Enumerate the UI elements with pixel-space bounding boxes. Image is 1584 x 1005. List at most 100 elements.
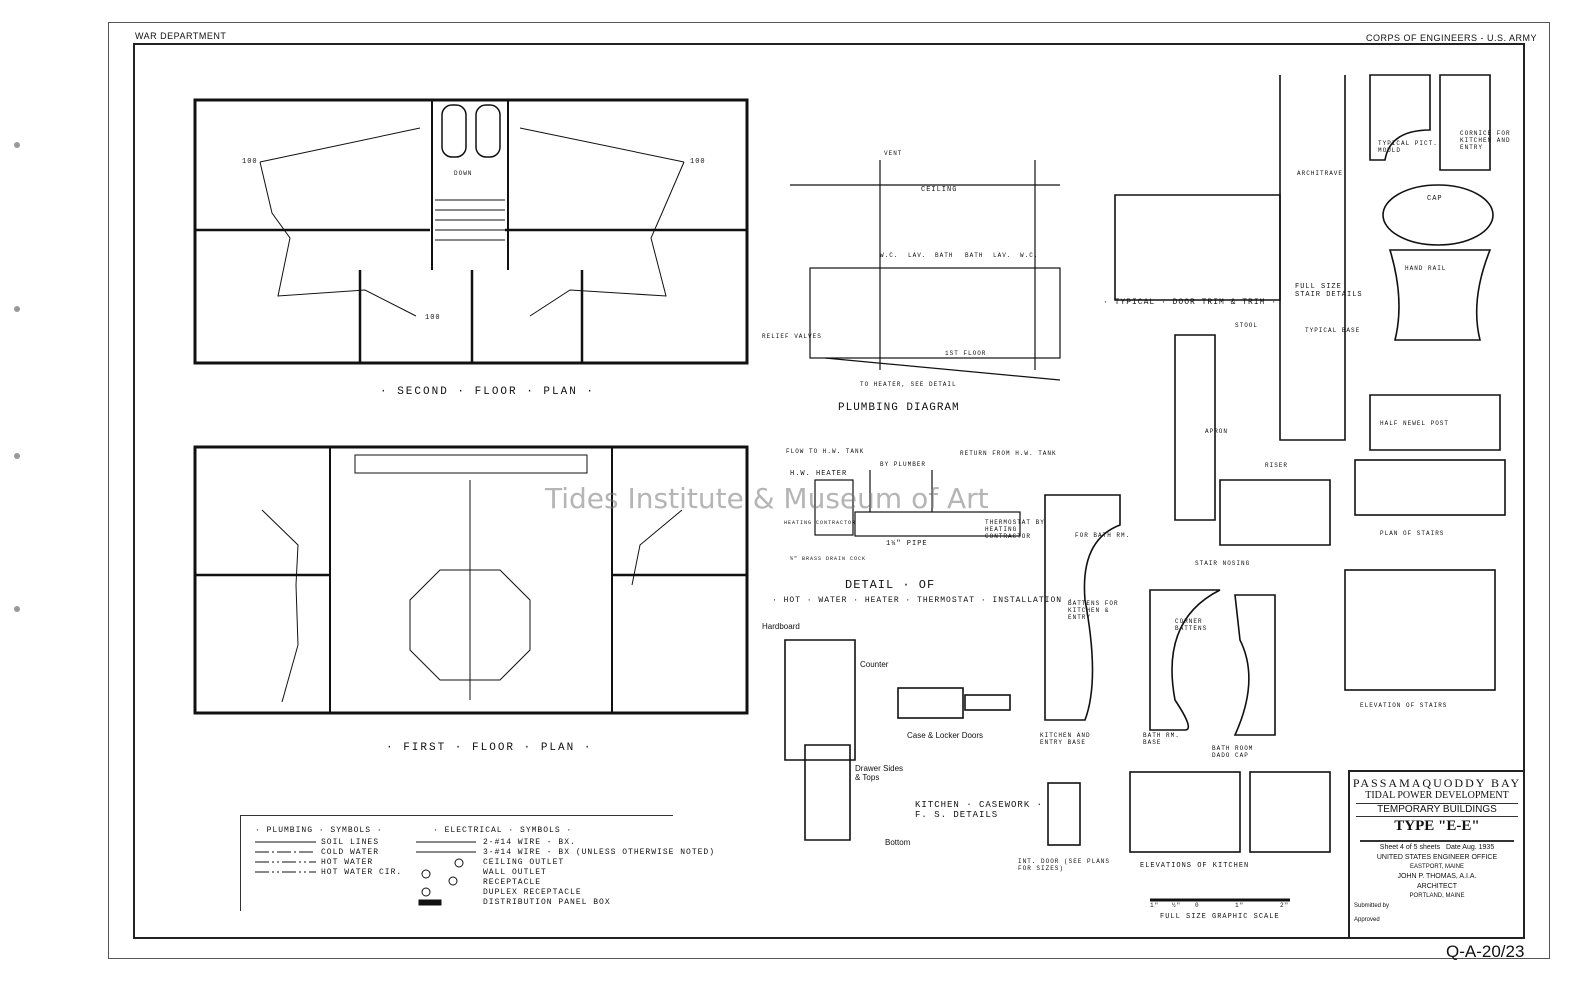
second-floor-plan-title: · SECOND · FLOOR · PLAN ·: [380, 386, 596, 398]
vent-label: VENT: [884, 150, 903, 157]
apron-label: APRON: [1205, 428, 1229, 435]
riser-label: RISER: [1265, 462, 1289, 469]
binding-hole: [14, 306, 20, 312]
heater-detail-title: DETAIL · OF: [845, 578, 936, 592]
plumbing-symbols-title: · PLUMBING · SYMBOLS ·: [255, 826, 383, 835]
cornice-label: CORNICE FOR KITCHEN AND ENTRY: [1460, 130, 1511, 151]
scale-tick: 1": [1235, 902, 1245, 909]
outlet-label: 100: [242, 158, 258, 166]
scale-tick: 1": [1150, 902, 1160, 909]
plumbing-diagram-title: PLUMBING DIAGRAM: [838, 402, 960, 414]
plan-stairs-label: PLAN OF STAIRS: [1380, 530, 1445, 537]
electrical-symbols-title: · ELECTRICAL · SYMBOLS ·: [433, 826, 573, 835]
legend-item: CEILING OUTLET: [483, 858, 565, 867]
fixture-label: BATH: [935, 252, 954, 259]
heating-contractor-label: HEATING CONTRACTOR: [784, 520, 857, 526]
fixture-label: LAV.: [993, 252, 1012, 259]
sheet-count: Sheet 4 of 5 sheets: [1379, 844, 1441, 851]
header-left: WAR DEPARTMENT: [135, 31, 227, 41]
binding-hole: [14, 142, 20, 148]
thermostat-label: THERMOSTAT BY HEATING CONTRACTOR: [985, 519, 1045, 540]
bath-base-label: BATH RM. BASE: [1143, 732, 1180, 746]
symbols-legend: · PLUMBING · SYMBOLS · SOIL LINES COLD W…: [240, 815, 714, 911]
legend-item: DISTRIBUTION PANEL BOX: [483, 898, 611, 907]
architect-role: ARCHITECT: [1416, 883, 1458, 890]
counter-label: Counter: [860, 660, 889, 669]
fixture-label: BATH: [965, 252, 984, 259]
binding-hole: [14, 453, 20, 459]
legend-item: DUPLEX RECEPTACLE: [483, 888, 582, 897]
fixture-label: LAV.: [908, 252, 927, 259]
building-group: TEMPORARY BUILDINGS: [1356, 803, 1518, 817]
outlet-label: 100: [425, 314, 441, 322]
legend-item: WALL OUTLET: [483, 868, 547, 877]
binding-hole: [14, 606, 20, 612]
header-right: CORPS OF ENGINEERS - U.S. ARMY: [1366, 33, 1538, 43]
ceiling-label: CEILING: [921, 186, 958, 194]
scale-bar: [1360, 835, 1514, 842]
typical-base-label: TYPICAL BASE: [1305, 327, 1361, 334]
relief-valves-label: RELIEF VALVES: [762, 333, 822, 340]
office-city: EASTPORT, MAINE: [1410, 864, 1464, 870]
legend-item: COLD WATER: [321, 848, 380, 857]
title-block: PASSAMAQUODDY BAY TIDAL POWER DEVELOPMEN…: [1348, 770, 1524, 937]
elevation-stairs-label: ELEVATION OF STAIRS: [1360, 702, 1448, 709]
legend-item: 2-#14 WIRE - BX.: [483, 838, 576, 847]
legend-item: SOIL LINES: [321, 838, 380, 847]
first-floor-plan: [193, 445, 749, 715]
fixture-label: W.C.: [880, 252, 899, 259]
office: UNITED STATES ENGINEER OFFICE: [1376, 854, 1498, 861]
legend-item: HOT WATER: [321, 858, 374, 867]
legend-item: RECEPTACLE: [483, 878, 542, 887]
bath-dado-label: BATH ROOM DADO CAP: [1212, 745, 1254, 759]
project-subtitle: TIDAL POWER DEVELOPMENT: [1365, 790, 1509, 801]
drawing-sheet: [108, 22, 1550, 959]
newel-label: HALF NEWEL POST: [1380, 420, 1450, 427]
architect-name: JOHN P. THOMAS, A.I.A.: [1397, 873, 1477, 880]
to-heater-label: TO HEATER, SEE DETAIL: [860, 381, 957, 388]
heater-label: H.W. HEATER: [790, 470, 848, 478]
second-floor-plan: [193, 98, 749, 365]
architrave-label: ARCHITRAVE: [1297, 170, 1344, 177]
building-type: TYPE "E-E": [1394, 818, 1480, 834]
submitted-by: Submitted by: [1354, 903, 1390, 909]
battens-label: BATTENS FOR KITCHEN & ENTRY: [1068, 600, 1119, 621]
hand-rail-label: HAND RAIL: [1405, 265, 1447, 272]
scale-tick: 2": [1280, 902, 1290, 909]
interior-door-label: INT. DOOR (SEE PLANS FOR SIZES): [1018, 858, 1111, 872]
watermark: Tides Institute & Museum of Art: [545, 482, 989, 515]
legend-symbols: [255, 841, 476, 906]
first-floor-plan-title: · FIRST · FLOOR · PLAN ·: [386, 742, 593, 754]
drawing-frame: [133, 43, 1525, 939]
casework-title: KITCHEN · CASEWORK · F. S. DETAILS: [915, 800, 1044, 820]
drawing-date: Date Aug. 1935: [1445, 844, 1495, 851]
kitchen-base-label: KITCHEN AND ENTRY BASE: [1040, 732, 1091, 746]
kitchen-elevations-label: ELEVATIONS OF KITCHEN: [1140, 862, 1250, 870]
scale-tick: 0: [1195, 902, 1200, 909]
first-floor-label: 1ST FLOOR: [945, 350, 987, 357]
plumbing-diagram-lines: [790, 160, 1061, 381]
stair-down-label: DOWN: [454, 170, 473, 177]
cap-label: CAP: [1427, 195, 1443, 203]
picture-mould-label: TYPICAL PICT. MOULD: [1378, 140, 1438, 154]
outlet-label: 100: [690, 158, 706, 166]
stair-nosing-label: STAIR NOSING: [1195, 560, 1251, 567]
hardboard-label: Hardboard: [762, 622, 800, 631]
corner-battens-label: CORNER BATTENS: [1175, 618, 1208, 632]
graphic-scale-label: FULL SIZE GRAPHIC SCALE: [1160, 913, 1280, 921]
legend-item: HOT WATER CIR.: [321, 868, 403, 877]
fixture-label: W.C.: [1020, 252, 1039, 259]
stool-label: STOOL: [1235, 322, 1259, 329]
architect-city: PORTLAND, MAINE: [1409, 893, 1465, 899]
return-label: RETURN FROM H.W. TANK: [960, 450, 1057, 457]
case-doors-label: Case & Locker Doors: [907, 731, 984, 740]
approved-by: Approved: [1354, 917, 1380, 923]
bath-rm-label: FOR BATH RM.: [1075, 532, 1131, 539]
project-name: PASSAMAQUODDY BAY: [1352, 776, 1522, 790]
drawer-label: Drawer Sides & Tops: [855, 764, 904, 782]
legend-item: 3-#14 WIRE - BX (UNLESS OTHERWISE NOTED): [483, 848, 716, 857]
trim-details-lines: [784, 74, 1506, 902]
by-plumber-label: BY PLUMBER: [880, 461, 927, 468]
bottom-label: Bottom: [885, 838, 911, 847]
